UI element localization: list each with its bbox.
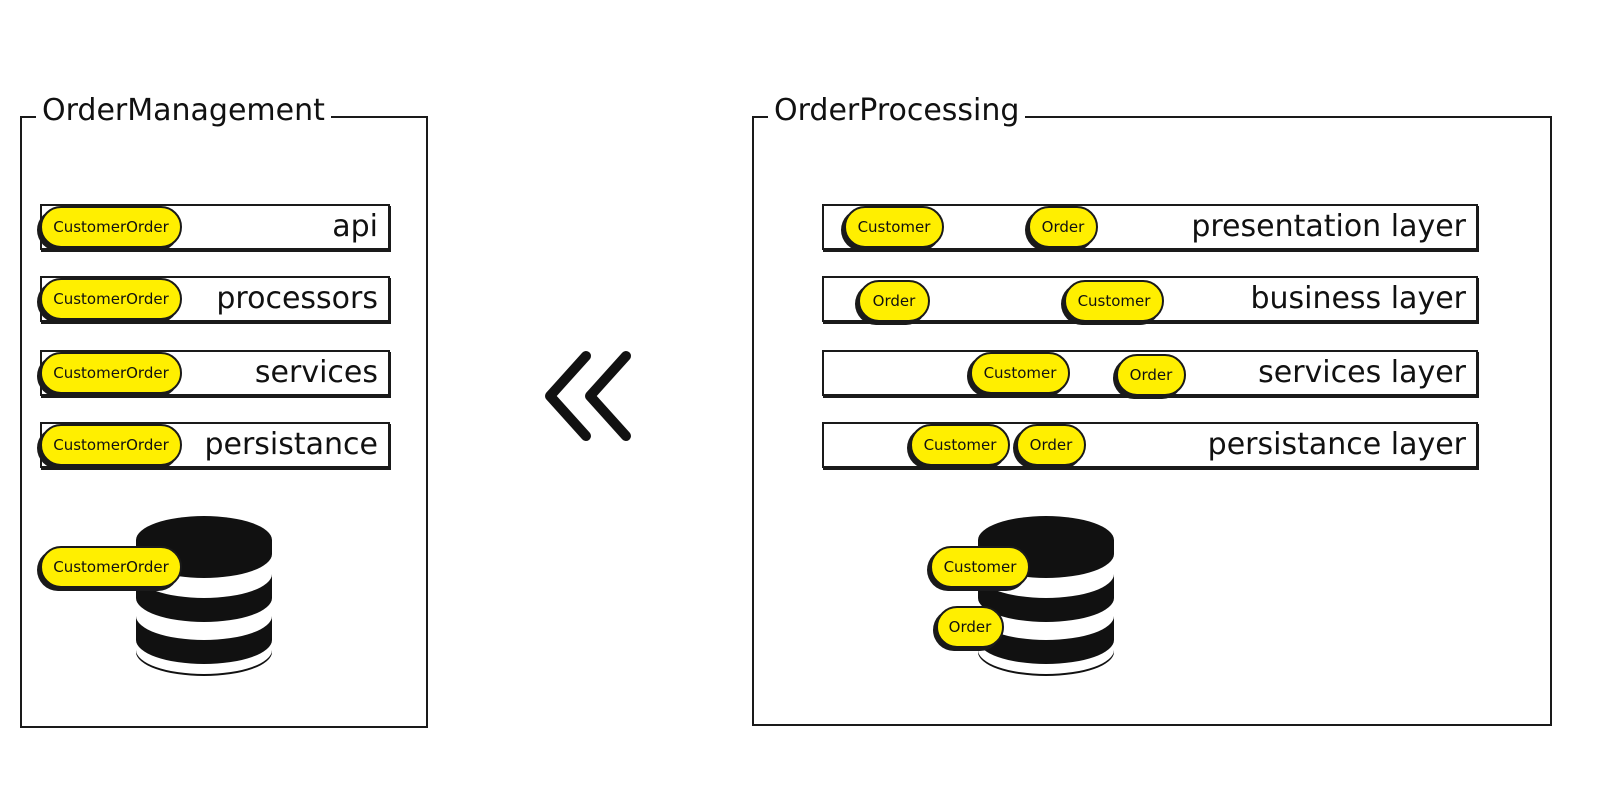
panel-title: OrderManagement [36,94,331,128]
component-pill: CustomerOrder [40,278,182,320]
database-icon [136,516,272,676]
component-pill: CustomerOrder [40,352,182,394]
panel-title: OrderProcessing [768,94,1026,128]
layer-label: business layer [1250,281,1466,316]
database-pill: Customer [930,546,1030,588]
layer-api: api [40,204,390,250]
database-pill: Order [936,606,1004,648]
database-pill: CustomerOrder [40,546,182,588]
database-icon [978,516,1114,676]
component-pill: Customer [970,352,1070,394]
component-pill: Order [1028,206,1098,248]
layer-label: presentation layer [1191,209,1466,244]
component-pill: Customer [844,206,944,248]
component-pill: CustomerOrder [40,206,182,248]
component-pill: Order [1016,424,1086,466]
layer-label: api [332,209,378,244]
component-pill: Order [858,280,930,322]
component-pill: Customer [1064,280,1164,322]
layer-label: persistance layer [1207,427,1466,462]
layer-label: services [254,355,378,390]
component-pill: CustomerOrder [40,424,182,466]
order-management-panel: OrderManagement [20,94,428,728]
layer-label: processors [216,281,378,316]
double-chevron-left-icon [545,351,631,441]
order-processing-panel: OrderProcessing [752,94,1552,726]
component-pill: Order [1116,354,1186,396]
layer-label: persistance [204,427,378,462]
component-pill: Customer [910,424,1010,466]
layer-label: services layer [1258,355,1466,390]
